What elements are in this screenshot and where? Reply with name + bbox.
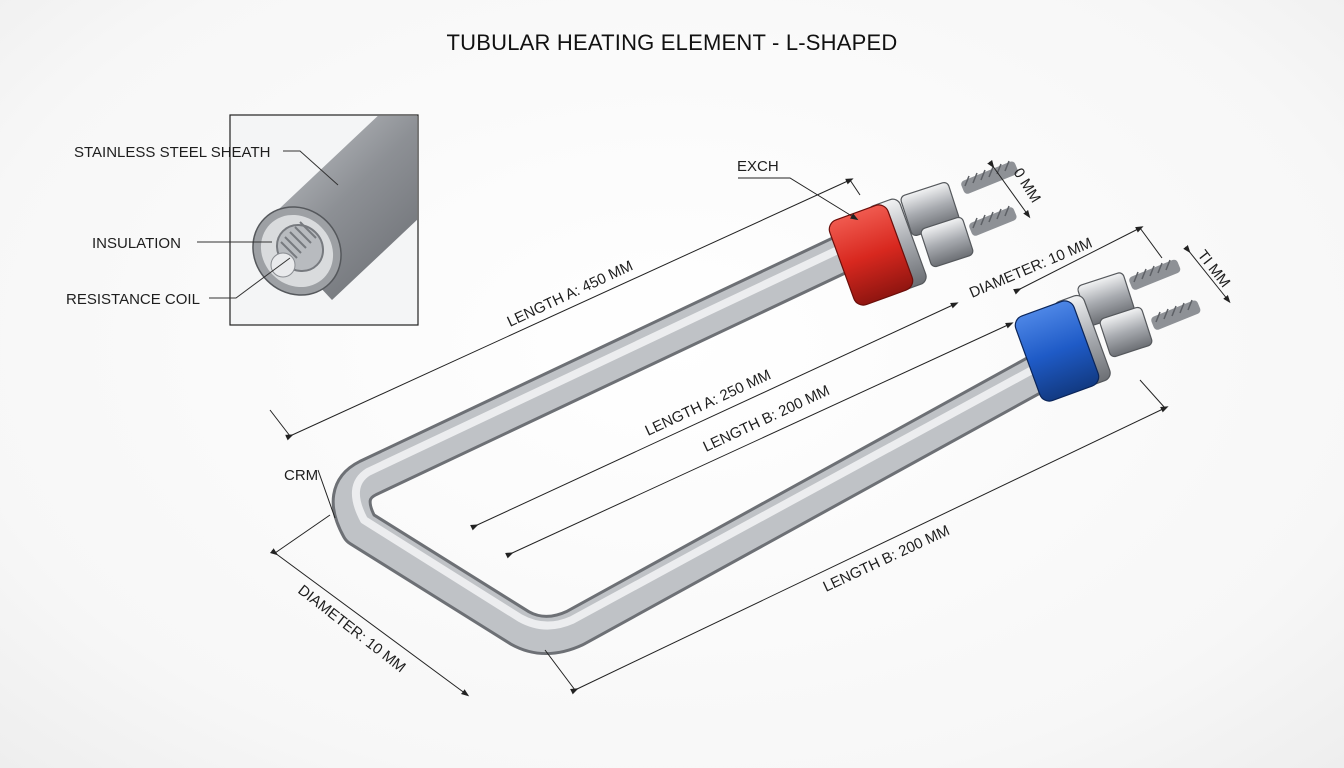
label-crm: CRM xyxy=(284,467,318,484)
label-diameter-right: DIAMETER: 10 MM xyxy=(967,235,1095,302)
label-diameter-left: DIAMETER: 10 MM xyxy=(295,582,409,676)
dim-right-mm xyxy=(1183,245,1231,304)
terminal-stud-upper-2 xyxy=(1129,259,1181,290)
label-top-mm: 0 MM xyxy=(1010,165,1044,206)
sheath-callout: STAINLESS STEEL SHEATH xyxy=(74,144,270,161)
label-right-mm: TI MM xyxy=(1194,247,1234,291)
dim-diameter-left xyxy=(270,548,470,697)
coil-callout: RESISTANCE COIL xyxy=(66,291,200,308)
dim-top-mm xyxy=(987,160,1031,219)
label-length-b-outer: LENGTH B: 200 MM xyxy=(821,522,953,596)
sheath-leader xyxy=(283,150,339,186)
insulation-callout: INSULATION xyxy=(92,235,181,252)
dim-length-b-outer xyxy=(570,406,1169,695)
terminal-nut-lower xyxy=(920,216,974,268)
cold-nut-blue xyxy=(1014,300,1100,402)
dim-crm xyxy=(317,469,336,519)
cross-section-inset: STAINLESS STEEL SHEATH INSULATION RESIST… xyxy=(66,114,419,326)
dimension-lines xyxy=(269,160,1231,697)
terminal-stud-lower xyxy=(969,205,1017,236)
coil-core xyxy=(270,252,296,278)
label-length-a-450: LENGTH A: 450 MM xyxy=(505,257,636,330)
coil-leader xyxy=(209,257,291,299)
dimension-labels: EXCH 0 MM LENGTH A: 450 MM DIAMETER: 10 … xyxy=(284,158,1233,676)
label-exch: EXCH xyxy=(737,158,779,175)
terminal-nut-lower-2 xyxy=(1099,306,1153,358)
terminal-stud-lower-2 xyxy=(1151,299,1201,330)
diagram-title: TUBULAR HEATING ELEMENT - L-SHAPED xyxy=(446,30,898,55)
dim-diameter-right xyxy=(1013,226,1144,295)
exch-leader xyxy=(738,177,859,221)
cold-terminal xyxy=(1014,259,1201,402)
